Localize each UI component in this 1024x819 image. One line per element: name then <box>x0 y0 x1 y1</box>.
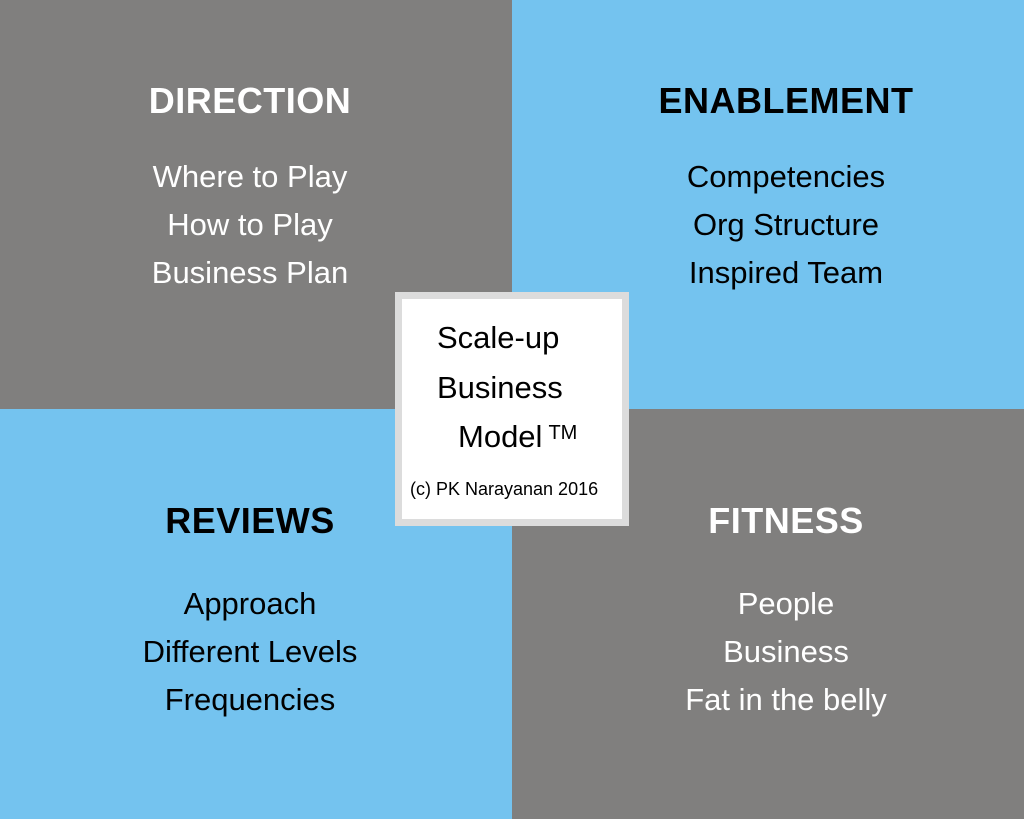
quadrant-items: Where to Play How to Play Business Plan <box>0 153 506 297</box>
quadrant-item: Different Levels <box>142 634 358 669</box>
quadrant-items: Competencies Org Structure Inspired Team <box>530 153 1024 297</box>
quadrant-item: Competencies <box>686 159 886 194</box>
quadrant-title: FITNESS <box>708 500 864 541</box>
quadrant-item: Inspired Team <box>688 255 884 290</box>
model-title-line-2: Business <box>437 370 563 405</box>
quadrant-title: ENABLEMENT <box>658 80 914 121</box>
quadrant-item: Approach <box>183 586 317 621</box>
quadrant-item: Business <box>723 634 849 669</box>
quadrant-title: DIRECTION <box>148 80 352 121</box>
quadrant-item: Org Structure <box>692 207 880 242</box>
quadrant-enablement: ENABLEMENT Competencies Org Structure In… <box>512 0 1024 409</box>
quadrant-item: Fat in the belly <box>685 682 887 717</box>
quadrant-title: REVIEWS <box>165 500 335 541</box>
quadrant-item: Frequencies <box>164 682 336 717</box>
quadrant-item: People <box>737 586 835 621</box>
quadrant-item: Where to Play <box>152 159 348 194</box>
quadrant-items: Approach Different Levels Frequencies <box>0 580 506 724</box>
quadrant-item: How to Play <box>167 207 333 242</box>
copyright-text: (c) PK Narayanan 2016 <box>410 479 599 499</box>
quadrant-item: Business Plan <box>151 255 349 290</box>
model-title-word: Model <box>458 419 543 454</box>
model-title-line-1: Scale-up <box>437 320 560 355</box>
quadrant-items: People Business Fat in the belly <box>530 580 1024 724</box>
quadrant-direction: DIRECTION Where to Play How to Play Busi… <box>0 0 512 409</box>
trademark-mark: TM <box>548 422 578 444</box>
